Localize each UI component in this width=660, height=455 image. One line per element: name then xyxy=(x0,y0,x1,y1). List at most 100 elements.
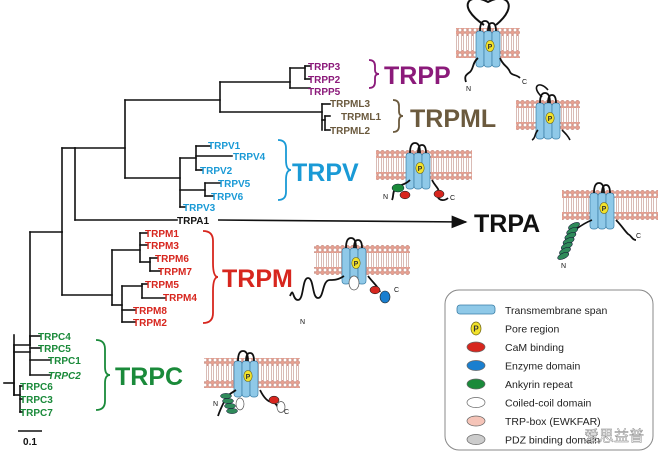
transmembrane-span xyxy=(405,152,415,190)
terminus-label: N xyxy=(300,319,305,326)
pore-region-icon xyxy=(545,112,555,124)
leaf-trpm7: TRPM7 xyxy=(158,267,192,278)
trpml-channel-schematic: P xyxy=(516,84,580,141)
leaf-trpv3: TRPV3 xyxy=(183,203,216,214)
pore-region-icon xyxy=(351,257,361,269)
leaf-trpm6: TRPM6 xyxy=(155,254,189,265)
trpc-channel-schematic: PNC xyxy=(204,350,300,417)
cam-binding-site xyxy=(369,285,381,295)
leaf-trpml3: TRPML3 xyxy=(330,99,370,110)
leaf-trpp3: TRPP3 xyxy=(308,62,341,73)
legend-label: TRP-box (EWKFAR) xyxy=(505,416,601,428)
phylogenetic-tree xyxy=(3,65,331,413)
family-label-trpml: TRPML xyxy=(410,105,496,133)
ankyrin-repeat xyxy=(226,408,238,414)
leaf-trpc4: TRPC4 xyxy=(38,332,71,343)
trpv-bracket xyxy=(277,139,292,201)
legend-item: TRP-box (EWKFAR) xyxy=(466,415,601,428)
pore-letter: P xyxy=(418,166,423,173)
leaf-trpml2: TRPML2 xyxy=(330,126,370,137)
leaf-trpv2: TRPV2 xyxy=(200,166,233,177)
trpml-bracket xyxy=(392,99,404,133)
transmembrane-span xyxy=(589,192,599,230)
pore-region-icon xyxy=(599,202,609,214)
trpc-bracket xyxy=(95,339,111,411)
legend-item: Transmembrane span xyxy=(456,304,607,317)
trpa-channel-schematic: P N C xyxy=(557,182,658,270)
legend-swatch-icon xyxy=(466,434,486,445)
transmembrane-span xyxy=(535,102,545,140)
pore-letter: P xyxy=(548,116,553,123)
trpa-leaf-labels: TRPA1 xyxy=(177,216,209,227)
legend-label: PDZ binding domain xyxy=(505,435,600,447)
leaf-trpm1: TRPM1 xyxy=(145,229,179,240)
terminus-label: N xyxy=(561,263,566,270)
pore-region-icon xyxy=(243,370,253,382)
family-label-trpp: TRPP xyxy=(384,62,451,90)
leaf-trpv5: TRPV5 xyxy=(218,179,251,190)
leaf-trpv1: TRPV1 xyxy=(208,141,241,152)
terminus-label: C xyxy=(284,409,289,416)
legend-label: CaM binding xyxy=(505,342,564,354)
legend-label: Pore region xyxy=(505,324,559,336)
leaf-trpc2: TRPC2 xyxy=(48,371,81,382)
family-label-trpa: TRPA xyxy=(474,210,540,238)
cam-binding-site xyxy=(399,190,411,200)
trpa-arrow xyxy=(217,215,468,229)
transmembrane-span-icon xyxy=(456,304,496,315)
pore-region-icon xyxy=(485,40,495,52)
family-label-trpv: TRPV xyxy=(292,159,359,187)
leaf-trpp2: TRPP2 xyxy=(308,75,341,86)
legend-item: Enzyme domain xyxy=(466,360,580,373)
leaf-trpm4: TRPM4 xyxy=(163,293,197,304)
watermark-text: 爱思益普 xyxy=(584,427,644,445)
terminus-label: C xyxy=(394,287,399,294)
legend-item: Ankyrin repeat xyxy=(466,378,573,391)
legend-swatch-icon xyxy=(466,360,486,371)
coiled-coil-domain xyxy=(235,397,245,411)
ankyrin-repeat xyxy=(220,393,232,399)
ankyrin-repeat xyxy=(222,398,234,404)
cam-binding-site xyxy=(268,395,280,405)
leaf-trpc3: TRPC3 xyxy=(20,395,53,406)
enzyme-domain xyxy=(379,290,391,304)
ankyrin-repeat xyxy=(224,403,236,409)
legend-swatch-icon xyxy=(466,341,486,353)
legend-swatch-icon xyxy=(466,397,486,408)
leaf-trpp5: TRPP5 xyxy=(308,87,341,98)
trpm-bracket xyxy=(202,230,219,324)
terminus-label: C xyxy=(636,233,641,240)
leaf-trpml1: TRPML1 xyxy=(341,112,381,123)
legend-label: Ankyrin repeat xyxy=(505,379,573,391)
family-label-trpm: TRPM xyxy=(222,265,293,293)
leaf-trpv4: TRPV4 xyxy=(233,152,266,163)
legend-label: Transmembrane span xyxy=(505,305,607,317)
trpp-bracket xyxy=(368,59,380,89)
leaf-trpc5: TRPC5 xyxy=(38,344,71,355)
coiled-coil-domain xyxy=(276,401,286,413)
transmembrane-span xyxy=(341,247,351,285)
pore-region-icon xyxy=(415,162,425,174)
legend-label: Enzyme domain xyxy=(505,361,580,373)
coiled-coil-domain xyxy=(348,275,360,291)
legend-item: CaM binding xyxy=(466,341,564,354)
leaf-trpc1: TRPC1 xyxy=(48,356,81,367)
legend-item: PDZ binding domain xyxy=(466,434,600,447)
pore-letter: P xyxy=(602,206,607,213)
leaf-trpa1: TRPA1 xyxy=(177,216,209,227)
leaf-trpm2: TRPM2 xyxy=(133,318,167,329)
ankyrin-repeat xyxy=(391,183,405,193)
trpm-channel-schematic: PNC xyxy=(289,237,410,326)
leaf-trpm8: TRPM8 xyxy=(133,306,167,317)
trpp-channel-schematic: PNC xyxy=(456,0,527,93)
